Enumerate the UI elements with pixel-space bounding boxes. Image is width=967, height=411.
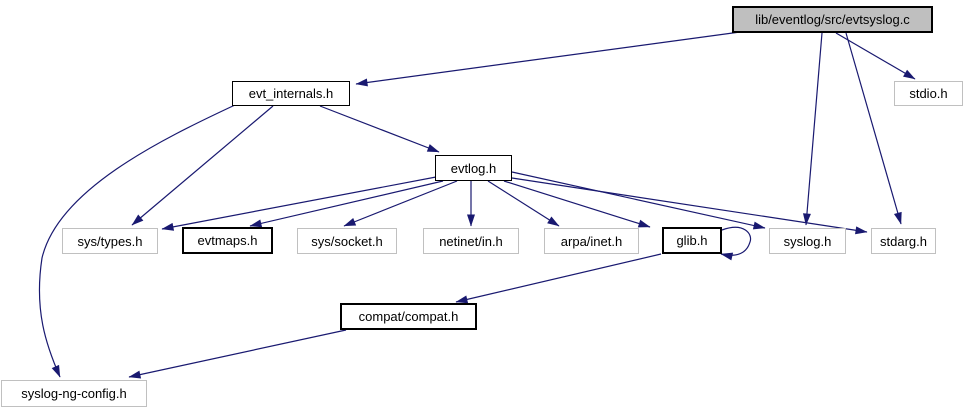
node-label-sys-socket-h: sys/socket.h (311, 233, 383, 249)
edge-evtlog-h-to-sys-socket-h (343, 180, 458, 227)
edge-compat-compat-h-to-syslog-ng-config-h (128, 329, 347, 379)
node-label-stdio-h: stdio.h (909, 86, 948, 101)
node-label-compat-compat-h: compat/compat.h (358, 309, 459, 324)
node-evtsyslog-c: lib/eventlog/src/evtsyslog.c (732, 6, 933, 33)
edge-evtsyslog-c-to-stdarg-h (845, 32, 902, 225)
node-syslog-ng-config-h: syslog-ng-config.h (1, 380, 147, 407)
node-label-sys-types-h: sys/types.h (77, 233, 143, 249)
edge-evtlog-h-to-syslog-h (511, 171, 766, 230)
edge-glib-h-to-compat-compat-h (455, 253, 662, 304)
node-label-arpa-inet-h: arpa/inet.h (560, 233, 623, 249)
node-syslog-h: syslog.h (769, 228, 846, 254)
edge-evtlog-h-to-sys-types-h (161, 176, 437, 231)
node-label-evtlog-h: evtlog.h (450, 160, 497, 176)
node-stdio-h: stdio.h (894, 81, 963, 106)
node-label-evtmaps-h: evtmaps.h (197, 233, 258, 248)
edge-evtlog-h-to-evtmaps-h (249, 180, 444, 228)
node-label-evtsyslog-c: lib/eventlog/src/evtsyslog.c (755, 12, 910, 27)
edge-glib-h-to-glib-h (720, 226, 752, 261)
node-label-evt-internals-h: evt_internals.h (248, 86, 334, 101)
node-label-stdarg-h: stdarg.h (880, 233, 927, 249)
node-netinet-in-h: netinet/in.h (423, 228, 519, 254)
node-label-syslog-h: syslog.h (783, 233, 832, 249)
node-evtmaps-h[interactable]: evtmaps.h (182, 227, 273, 254)
node-glib-h[interactable]: glib.h (662, 227, 722, 254)
edge-evtsyslog-c-to-syslog-h (802, 32, 823, 226)
node-evt-internals-h[interactable]: evt_internals.h (232, 81, 350, 106)
edge-evtsyslog-c-to-evt-internals-h (355, 31, 741, 87)
edge-evtlog-h-to-stdarg-h (511, 177, 868, 235)
node-sys-types-h: sys/types.h (62, 228, 158, 254)
edge-evtsyslog-c-to-stdio-h (835, 32, 916, 80)
node-label-syslog-ng-config-h: syslog-ng-config.h (21, 386, 127, 401)
edge-evt-internals-h-to-sys-types-h (131, 105, 274, 226)
node-evtlog-h[interactable]: evtlog.h (435, 155, 512, 181)
node-stdarg-h: stdarg.h (871, 228, 936, 254)
node-sys-socket-h: sys/socket.h (297, 228, 397, 254)
edge-evt-internals-h-to-evtlog-h (319, 105, 440, 153)
edge-evtlog-h-to-arpa-inet-h (487, 180, 560, 227)
node-label-glib-h: glib.h (676, 233, 708, 248)
node-compat-compat-h[interactable]: compat/compat.h (340, 303, 477, 330)
edge-evtlog-h-to-glib-h (503, 180, 651, 228)
node-label-netinet-in-h: netinet/in.h (439, 233, 503, 249)
edge-evt-internals-h-to-syslog-ng-config-h (38, 104, 236, 378)
node-arpa-inet-h: arpa/inet.h (544, 228, 639, 254)
